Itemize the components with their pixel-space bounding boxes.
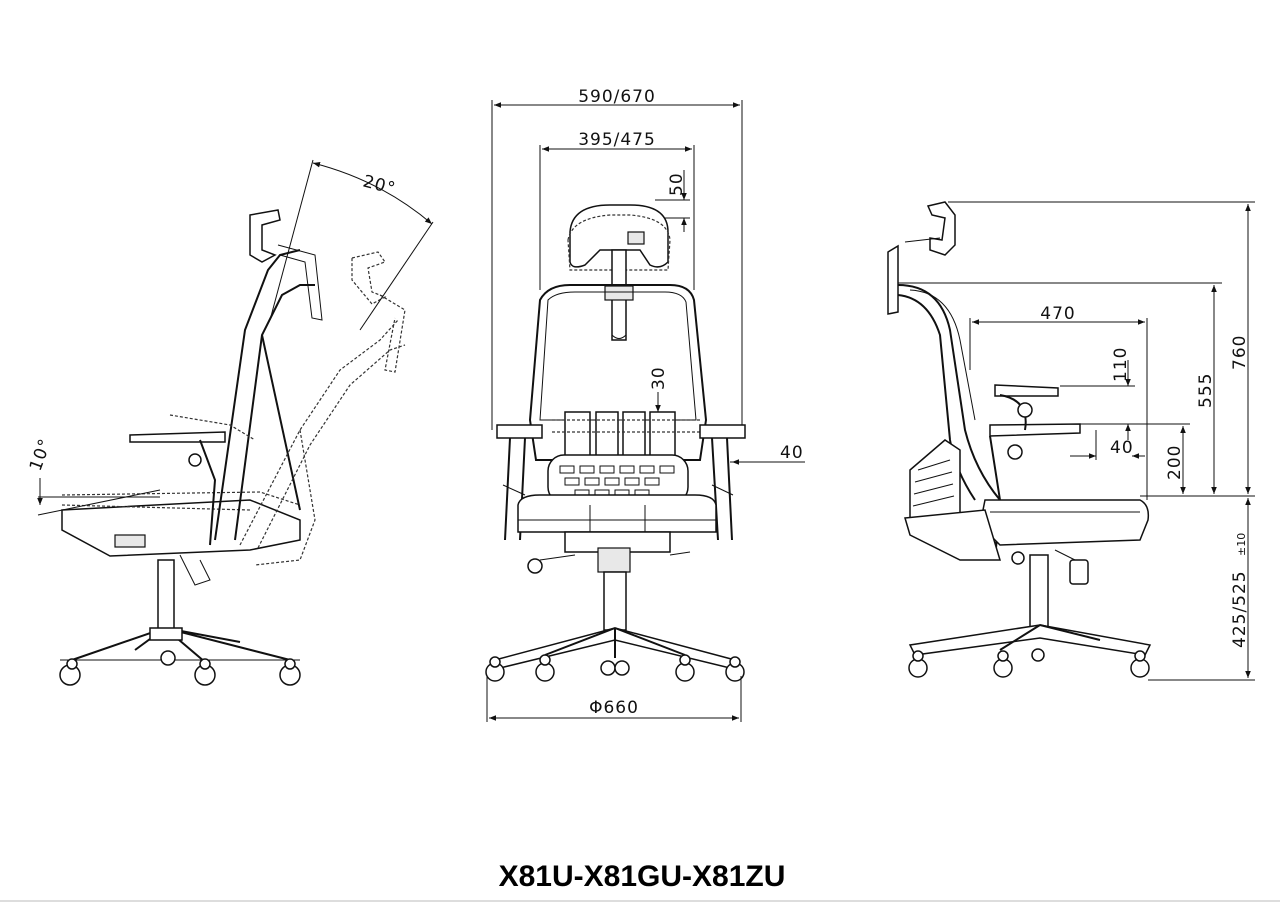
arm-offset-dimension: 40 [730,443,805,465]
headrest-angle-label: 20° [361,172,398,200]
right-base [908,624,1152,678]
back-height-label: 555 [1196,373,1216,408]
seat-depth-dimension: 470 [969,304,1148,500]
seat-height-label: 425/525 [1230,570,1250,648]
left-casters [59,650,301,686]
right-side-view: 470 110 40 200 555 [887,201,1255,681]
seat-height-dimension: 425/525 ±10 [1148,498,1255,681]
back-width-dimension: 395/475 [539,130,695,290]
headrest-adjust-label: 50 [667,172,687,196]
left-base [59,559,301,686]
total-back-height-label: 760 [1230,335,1250,370]
left-side-view: 20° 10° [26,159,434,686]
back-width-label: 395/475 [578,130,656,150]
seat-tilt-label: 10° [26,436,56,474]
headrest-adjust-dimension: 50 [655,170,690,232]
headrest-angle-dimension: 20° [269,159,434,331]
overall-width-dimension: 590/670 [491,87,743,430]
lumbar-adjust-label: 30 [649,366,669,390]
base-diameter-dimension: Φ660 [486,676,742,722]
arm-height-adjust-label: 110 [1111,347,1131,382]
front-base [485,627,745,682]
model-title: X81U-X81GU-X81ZU [499,860,786,893]
mesh-pad [547,454,689,504]
arm-height-label: 200 [1165,445,1185,480]
seat-tilt-dimension: 10° [26,436,161,516]
arm-offset-label: 40 [780,443,804,463]
overall-width-label: 590/670 [578,87,656,107]
arm-height-adjust-dimension: 110 [1060,347,1135,440]
base-diameter-label: Φ660 [589,698,639,718]
arm-depth-adjust-label: 40 [1110,438,1134,458]
total-back-height-dimension: 760 [948,201,1255,497]
seat-height-tolerance: ±10 [1235,533,1248,556]
front-view: 590/670 395/475 50 [485,87,805,722]
lumbar-support: 30 [552,366,700,458]
arm-depth-adjust-dimension: 40 [1070,430,1145,460]
seat-depth-label: 470 [1040,304,1075,324]
